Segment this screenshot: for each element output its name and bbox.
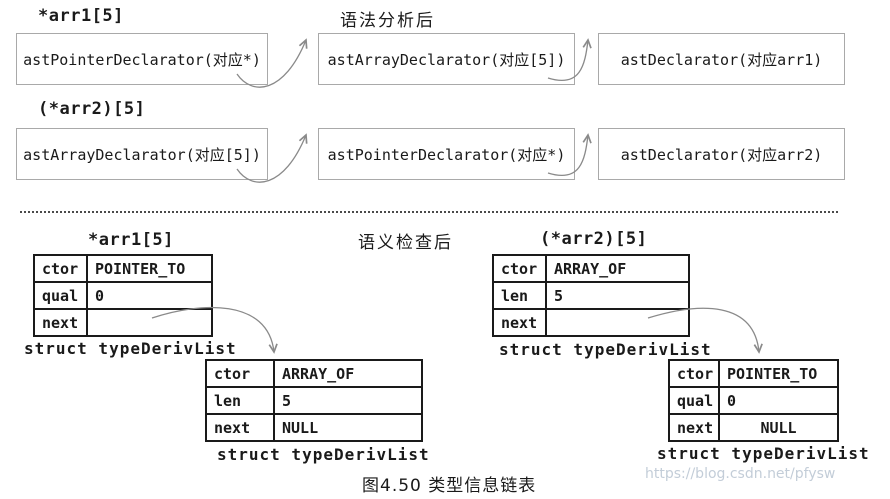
field-name: ctor	[207, 361, 275, 388]
ast-node-declarator-arr2: astDeclarator(对应arr2)	[598, 128, 845, 180]
field-value: ARRAY_OF	[275, 361, 421, 388]
decl-label-arr1: *arr1[5]	[38, 6, 124, 26]
semantic-phase-label: 语义检查后	[358, 233, 453, 253]
field-name: ctor	[35, 256, 88, 283]
field-value: 0	[720, 388, 837, 415]
struct-caption: struct typeDerivList	[24, 339, 237, 358]
field-value: 5	[547, 283, 688, 310]
ast-node-array-declarator-arr2: astArrayDeclarator(对应[5])	[16, 128, 268, 180]
typederiv-table-arr1-head: ctor POINTER_TO qual 0 next	[33, 254, 213, 337]
chain-label-arr2: (*arr2)[5]	[540, 229, 648, 249]
watermark-url: https://blog.csdn.net/pfysw	[645, 466, 836, 482]
field-value: ARRAY_OF	[547, 256, 688, 283]
section-divider	[20, 211, 838, 213]
field-value-next-pointer	[88, 310, 211, 335]
ast-node-array-declarator-arr1: astArrayDeclarator(对应[5])	[318, 33, 575, 85]
syntax-phase-label: 语法分析后	[340, 11, 435, 31]
field-value: POINTER_TO	[720, 361, 837, 388]
field-value: 0	[88, 283, 211, 310]
typederiv-table-arr2-head: ctor ARRAY_OF len 5 next	[492, 254, 690, 337]
field-name: len	[207, 388, 275, 415]
ast-node-declarator-arr1: astDeclarator(对应arr1)	[598, 33, 845, 85]
decl-label-arr2: (*arr2)[5]	[38, 99, 146, 119]
ast-node-pointer-declarator-arr1: astPointerDeclarator(对应*)	[16, 33, 268, 85]
field-value-null: NULL	[760, 418, 797, 437]
struct-caption: struct typeDerivList	[657, 444, 870, 463]
field-name: next	[35, 310, 88, 335]
field-value-null: NULL	[282, 418, 319, 437]
field-value: 5	[275, 388, 421, 415]
chain-label-arr1: *arr1[5]	[88, 230, 174, 250]
field-name: qual	[35, 283, 88, 310]
field-name: next	[670, 415, 720, 440]
field-name: ctor	[494, 256, 547, 283]
typederiv-table-arr1-next: ctor ARRAY_OF len 5 next NULL	[205, 359, 423, 442]
struct-caption: struct typeDerivList	[499, 340, 712, 359]
typederiv-table-arr2-next: ctor POINTER_TO qual 0 next NULL	[668, 359, 839, 442]
figure-caption: 图4.50 类型信息链表	[362, 476, 537, 496]
struct-caption: struct typeDerivList	[217, 445, 430, 464]
field-name: next	[494, 310, 547, 335]
field-name: next	[207, 415, 275, 440]
field-name: ctor	[670, 361, 720, 388]
field-value: POINTER_TO	[88, 256, 211, 283]
field-name: len	[494, 283, 547, 310]
field-name: qual	[670, 388, 720, 415]
field-value-next-pointer	[547, 310, 688, 335]
ast-node-pointer-declarator-arr2: astPointerDeclarator(对应*)	[318, 128, 575, 180]
